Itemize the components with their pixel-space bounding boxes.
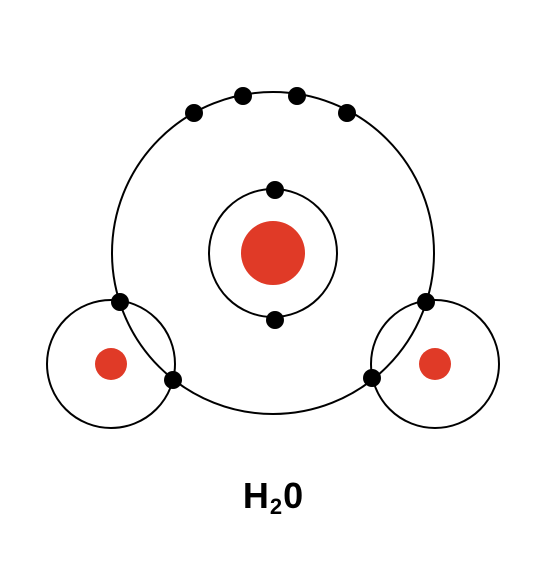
electron-outer-3 [288, 87, 306, 105]
formula-element-h: H [242, 475, 269, 516]
hydrogen-atom-left [46, 299, 176, 429]
electron-inner-bottom [266, 311, 284, 329]
hydrogen-right-nucleus [419, 348, 451, 380]
formula-element-o: 0 [283, 475, 304, 516]
electron-bond-right-upper [417, 293, 435, 311]
hydrogen-left-shell [46, 299, 176, 429]
molecule-formula: H20 [0, 472, 546, 525]
formula-subscript: 2 [269, 494, 283, 519]
oxygen-outer-shell [111, 91, 435, 415]
hydrogen-left-nucleus [95, 348, 127, 380]
hydrogen-right-shell [370, 299, 500, 429]
oxygen-atom [111, 91, 435, 415]
electron-bond-left-upper [111, 293, 129, 311]
electron-outer-2 [234, 87, 252, 105]
electrons [111, 87, 435, 389]
oxygen-nucleus [241, 221, 305, 285]
hydrogen-atom-right [370, 299, 500, 429]
electron-bond-left-lower [164, 371, 182, 389]
electron-outer-1 [185, 104, 203, 122]
electron-outer-4 [338, 104, 356, 122]
electron-bond-right-lower [363, 369, 381, 387]
electron-inner-top [266, 181, 284, 199]
